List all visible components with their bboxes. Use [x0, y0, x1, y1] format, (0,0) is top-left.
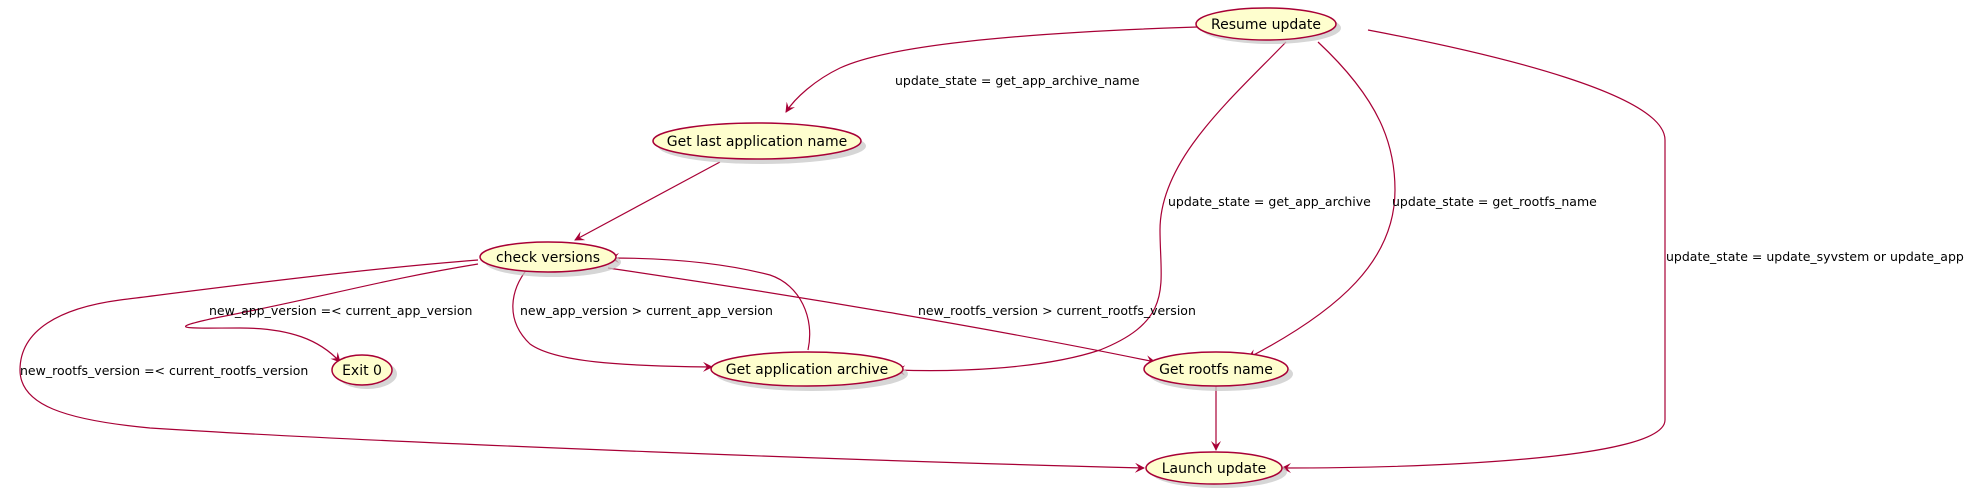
label-resume-to-rootfs-name: update_state = get_rootfs_name: [1392, 194, 1597, 209]
node-get-last-application-name[interactable]: Get last application name: [652, 122, 866, 164]
label-resume-to-last-app-name: update_state = get_app_archive_name: [895, 73, 1140, 88]
label-check-to-app-archive: new_app_version > current_app_version: [520, 303, 773, 318]
edge-resume-to-rootfs-name: [1247, 41, 1396, 359]
node-label-get-rootfs-name: Get rootfs name: [1159, 362, 1273, 378]
node-label-check-versions: check versions: [496, 250, 600, 266]
edge-resume-to-launch: [1281, 29, 1666, 473]
node-label-exit-0: Exit 0: [342, 363, 382, 379]
edge-check-to-launch: [19, 259, 1145, 473]
label-check-to-exit: new_app_version =< current_app_version: [209, 303, 472, 318]
label-check-to-launch: new_rootfs_version =< current_rootfs_ver…: [20, 363, 308, 378]
edge-resume-to-app-archive: [895, 41, 1287, 376]
label-resume-to-app-archive: update_state = get_app_archive: [1168, 194, 1371, 209]
edge-last-app-name-to-check: [574, 161, 721, 241]
node-get-application-archive[interactable]: Get application archive: [710, 351, 908, 391]
edge-app-archive-to-check: [609, 253, 811, 351]
node-label-get-last-application-name: Get last application name: [667, 134, 847, 150]
edge-check-to-rootfs-name: [607, 267, 1156, 366]
edge-check-to-exit: [185, 263, 479, 363]
node-check-versions[interactable]: check versions: [479, 241, 621, 277]
node-get-rootfs-name[interactable]: Get rootfs name: [1143, 351, 1293, 391]
node-exit-0[interactable]: Exit 0: [331, 354, 397, 389]
label-check-to-rootfs-name: new_rootfs_version > current_rootfs_vers…: [918, 303, 1196, 318]
node-label-resume-update: Resume update: [1211, 17, 1321, 33]
edge-check-to-app-archive: [512, 267, 713, 372]
label-resume-to-launch: update_state = update_syvstem or update_…: [1666, 249, 1964, 264]
node-launch-update[interactable]: Launch update: [1145, 451, 1287, 488]
node-resume-update[interactable]: Resume update: [1195, 7, 1341, 44]
node-label-get-application-archive: Get application archive: [726, 362, 888, 378]
edge-resume-to-last-app-name: [785, 25, 1233, 113]
node-label-launch-update: Launch update: [1162, 461, 1266, 477]
